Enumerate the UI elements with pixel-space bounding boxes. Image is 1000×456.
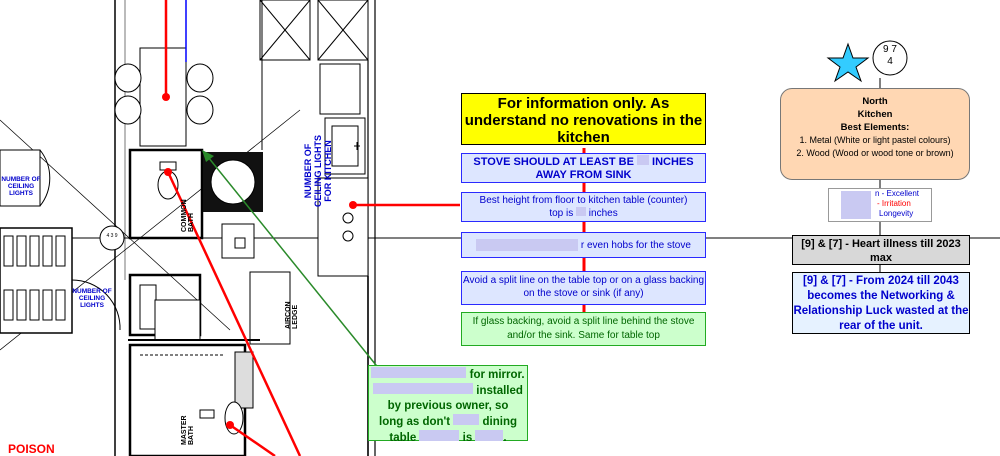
heart-illness-text: [9] & [7] - Heart illness till 2023 max [801,238,961,264]
mirror-text-e: dining [482,416,518,428]
best-height-text-b: top is [549,208,574,219]
mirror-text-h: . [503,432,507,444]
sector-direction: North [862,96,888,107]
best-height-note: Best height from floor to kitchen table … [461,192,706,222]
flying-star-numbers: 9 7 4 [873,44,907,68]
element-2: 2. Wood (Wood or wood tone or brown) [796,148,954,158]
redaction [453,414,480,425]
mirror-text-c: by previous owner, so [387,400,509,412]
element-1: 1. Metal (White or light pastel colours) [799,135,951,145]
ceiling-lights-left-label-2: NUMBER OF CEILING LIGHTS [72,288,112,309]
networking-note: [9] & [7] - From 2024 till 2043 becomes … [792,272,970,334]
split-line-note: Avoid a split line on the table top or o… [461,271,706,305]
mirror-text-f: table [389,432,417,444]
mirror-text-a: for mirror. [469,369,525,381]
mirror-text-d: long as don't [379,416,451,428]
glass-backing-text: If glass backing, avoid a split line beh… [472,316,695,341]
hobs-note: r even hobs for the stove [461,232,706,258]
redaction [636,155,649,165]
heart-illness-note: [9] & [7] - Heart illness till 2023 max [792,235,970,265]
best-elements-heading: Best Elements: [840,122,910,133]
info-only-text: For information only. As understand no r… [464,95,703,146]
mirror-note: for mirror. installed by previous owner,… [368,365,528,444]
stove-distance-text-c: AWAY FROM SINK [535,169,632,181]
sector-room: Kitchen [857,109,893,120]
master-bath-label: MASTER BATH [181,415,195,445]
networking-text: [9] & [7] - From 2024 till 2043 becomes … [793,275,969,332]
stove-distance-note: STOVE SHOULD AT LEAST BE INCHES AWAY FRO… [461,153,706,183]
redaction [475,430,504,441]
redaction [476,239,579,252]
star-icon [826,42,870,83]
aircon-ledge-label: AIRCON LEDGE [285,301,299,329]
legend-irritation: - Irritation [877,199,911,208]
mirror-text-b: installed [476,385,523,397]
legend-box: n - Excellent - Irritation Longevity [828,188,932,222]
stove-distance-text-a: STOVE SHOULD AT LEAST BE [473,156,634,168]
redaction [576,207,586,216]
stove-distance-text-b: INCHES [652,156,694,168]
ceiling-lights-kitchen-label: NUMBER OF CEILING LIGHTS FOR KITCHEN [303,135,333,207]
redaction [371,367,467,378]
best-height-text-a: Best height from floor to kitchen table … [479,195,688,206]
best-height-text-c: inches [588,208,618,219]
common-bath-label: COMMON BATH [181,199,195,232]
redaction [419,430,460,441]
mirror-text-g: is [462,432,473,444]
legend-longevity: Longevity [879,209,914,218]
split-line-text: Avoid a split line on the table top or o… [462,275,705,299]
star-numbers-bottom: 4 [887,56,893,67]
sector-card: North Kitchen Best Elements: 1. Metal (W… [780,88,970,180]
hobs-text: r even hobs for the stove [580,240,691,251]
redaction [841,191,871,219]
info-only-note: For information only. As understand no r… [461,93,706,146]
center-mark: 4 3 9 [106,233,118,239]
redaction [373,383,474,394]
glass-backing-note: If glass backing, avoid a split line beh… [461,312,706,346]
legend-excellent: n - Excellent [875,189,920,198]
poison-label: POISON [8,442,55,456]
star-numbers-top: 9 7 [883,44,897,55]
ceiling-lights-left-label: NUMBER OF CEILING LIGHTS [1,176,41,197]
